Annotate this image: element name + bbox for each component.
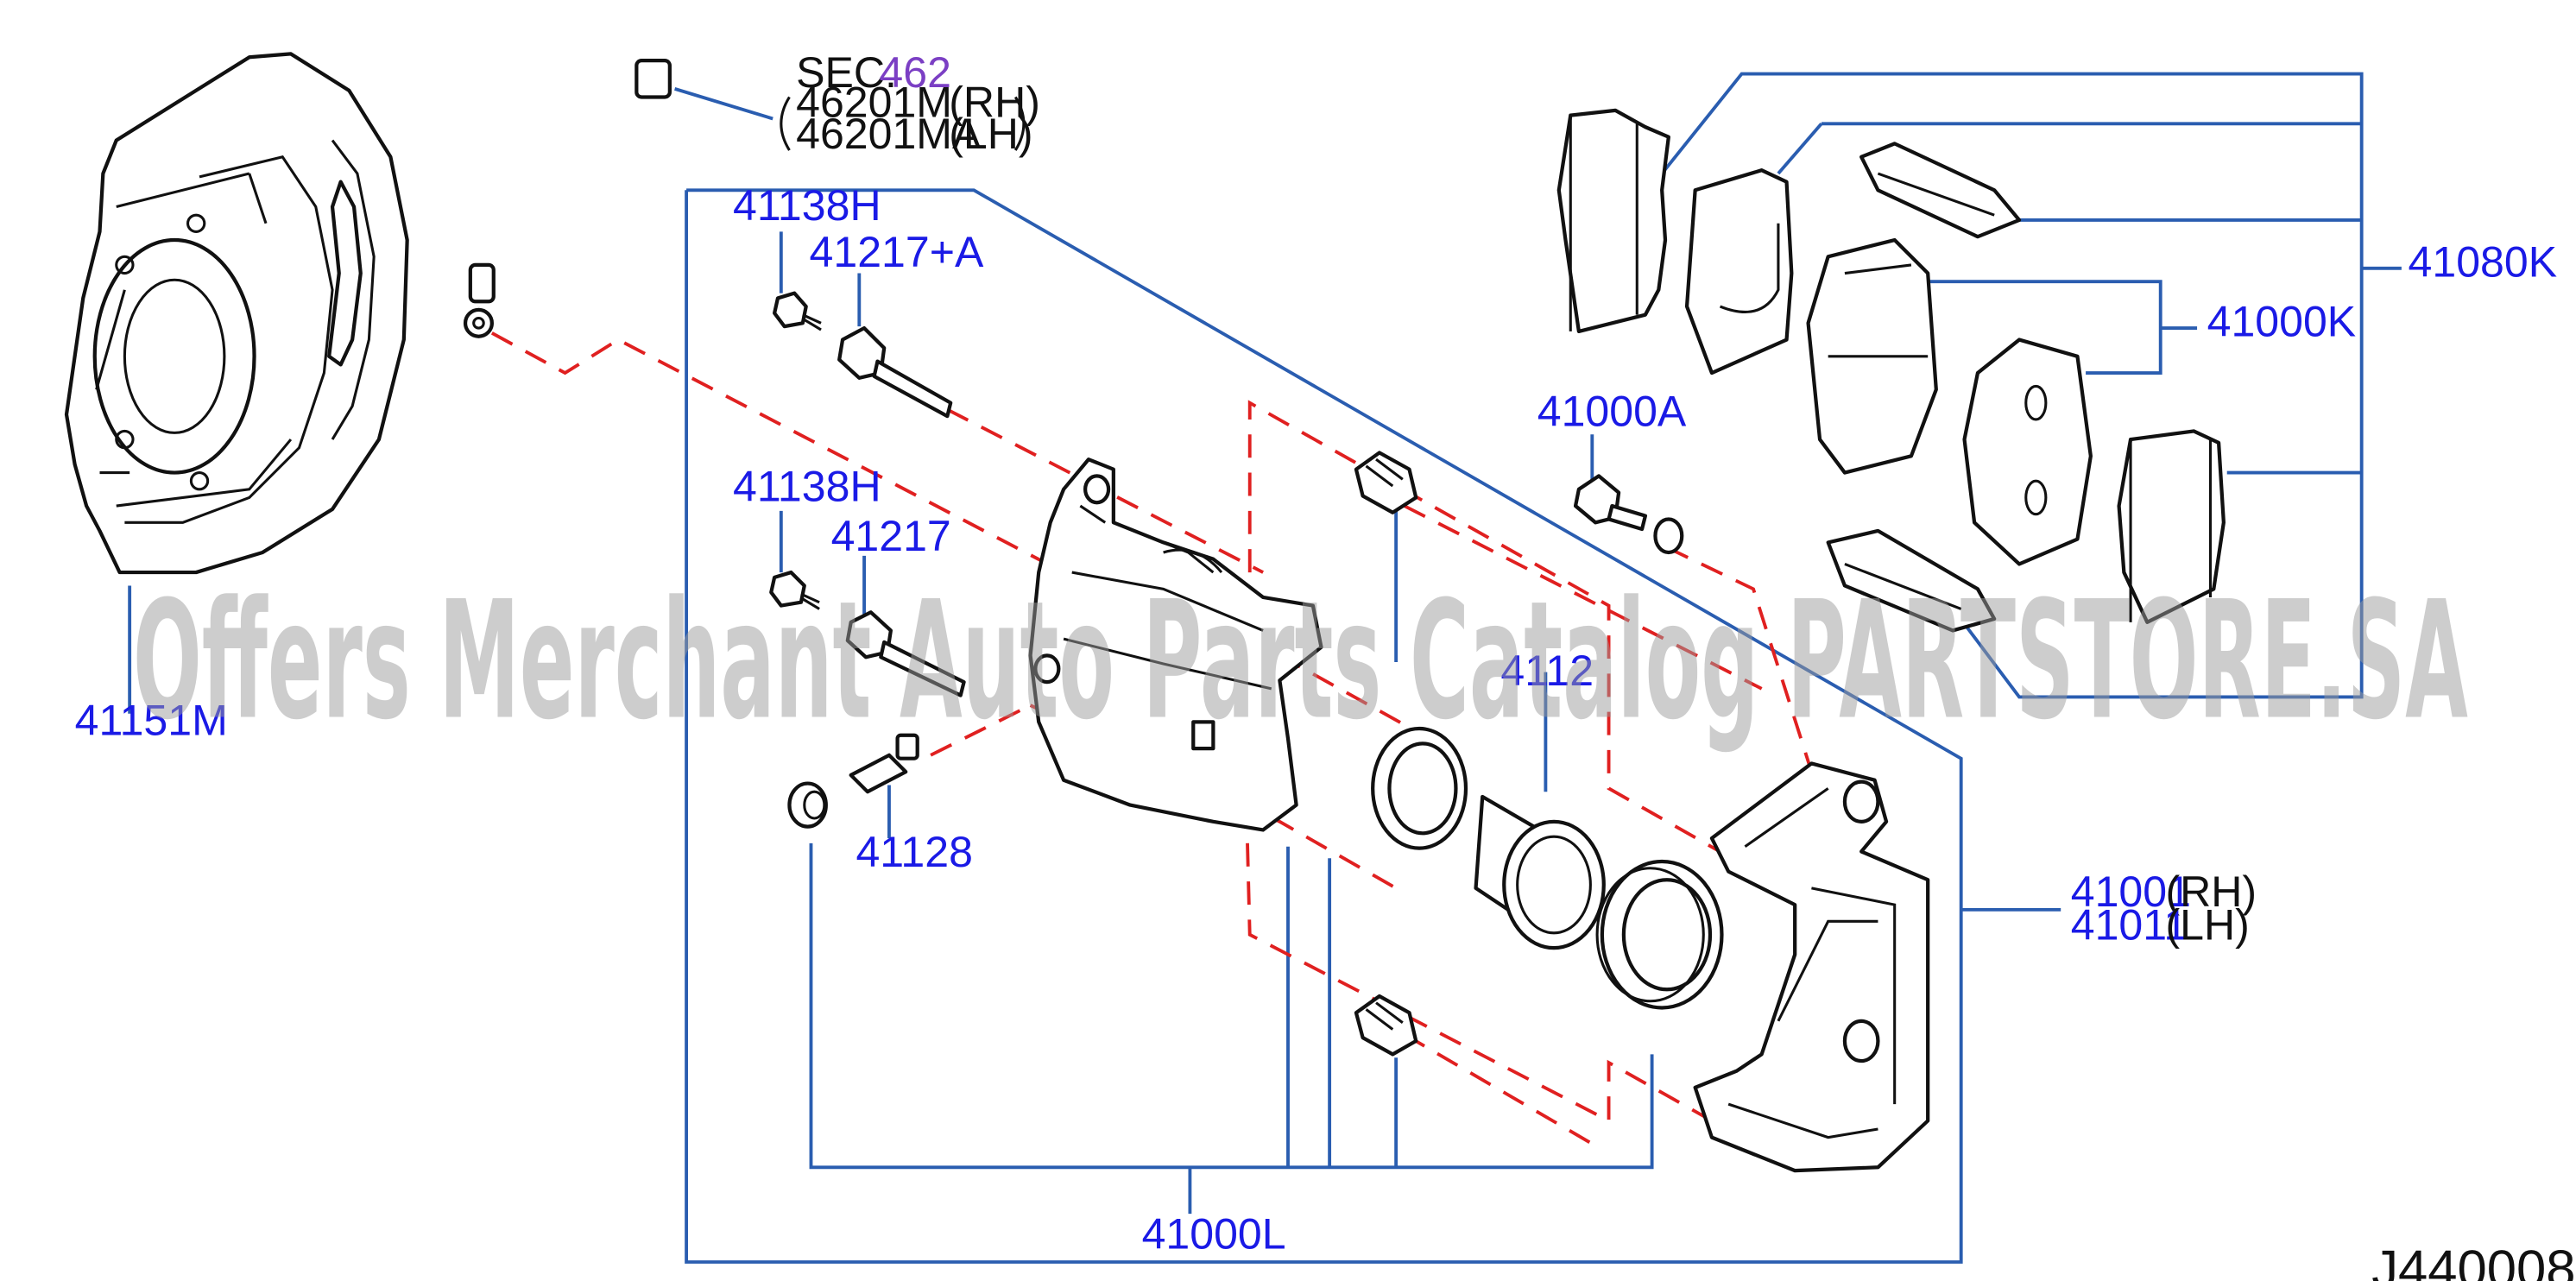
label-caliper-rh[interactable]: 41001: [2071, 868, 2191, 916]
piston-part: [1474, 794, 1606, 950]
caliper-body-part: [1028, 458, 1323, 832]
leader-lines: [128, 72, 2402, 1264]
shim-backing-part: [2117, 429, 2226, 624]
section-label: SEC.: [796, 48, 897, 97]
section-number[interactable]: 462: [879, 48, 951, 97]
bleeder-cap-part: [787, 781, 828, 829]
label-bolt-lower[interactable]: 41138H: [733, 462, 881, 510]
section-side-rh: (RH): [949, 79, 1040, 127]
caliper-bolt-part: [1573, 474, 1684, 555]
label-seal-kit[interactable]: 41000L: [1142, 1210, 1286, 1259]
piston-seal-part: [1371, 726, 1468, 850]
bleeder-screw-part: [849, 733, 919, 794]
piston-boot-part: [1595, 859, 1724, 1010]
bolt-upper-part: [773, 291, 822, 331]
section-side-lh: (LH): [949, 110, 1032, 158]
label-dust-shield[interactable]: 41151M: [75, 697, 228, 745]
bolt-lower-part: [769, 570, 820, 610]
label-bleeder[interactable]: 41128: [856, 828, 972, 876]
shim-outer-part: [1556, 108, 1670, 334]
brake-hose-part: [463, 59, 672, 338]
label-bolt-upper[interactable]: 41138H: [733, 181, 881, 230]
label-pad-kit[interactable]: 41080K: [2409, 237, 2558, 286]
pin-boot-upper-part: [1354, 451, 1418, 514]
label-caliper-lh[interactable]: 41011: [2071, 901, 2188, 950]
section-part-lh[interactable]: 46201MA: [796, 110, 982, 158]
diagram-reference-code: J4400087: [2371, 1240, 2576, 1281]
label-pin-upper[interactable]: 41217+A: [810, 228, 984, 276]
label-pad-set[interactable]: 41000K: [2207, 298, 2357, 346]
guide-pin-upper-part: [837, 325, 953, 419]
shim-inner-part: [1684, 168, 1794, 375]
brake-pad-outer-part: [1806, 237, 1938, 475]
label-seal[interactable]: 4112: [1500, 647, 1594, 695]
caliper-bracket-part: [1693, 761, 1930, 1173]
pad-clip-lower-part: [1826, 528, 1997, 633]
guide-pin-lower-part: [845, 610, 966, 697]
callout-labels: 41151M SEC. 462 46201M (RH) 46201MA (LH)…: [75, 48, 2557, 1259]
section-part-rh[interactable]: 46201M: [796, 79, 952, 127]
label-caliper-rh-side: (RH): [2165, 868, 2257, 916]
label-caliper-lh-side: (LH): [2165, 901, 2249, 950]
pin-boot-lower-part: [1354, 994, 1418, 1057]
brake-pad-inner-part: [1962, 338, 2093, 566]
label-caliper-bolt[interactable]: 41000A: [1537, 388, 1687, 436]
label-pin-lower[interactable]: 41217: [831, 512, 951, 560]
pad-clip-upper-part: [1859, 142, 2022, 239]
watermark-text: Offers Merchant Auto Parts Catalog PARTS…: [133, 567, 2468, 756]
dust-shield-part: [64, 52, 409, 575]
